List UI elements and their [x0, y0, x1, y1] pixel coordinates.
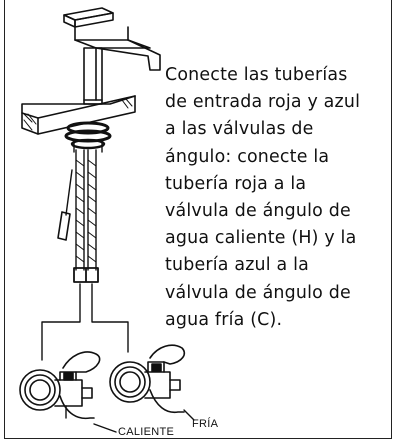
faucet-handle-front — [74, 12, 114, 28]
cold-angle-valve — [109, 344, 195, 421]
countertop — [21, 95, 136, 135]
faucet-column — [83, 47, 103, 101]
faucet — [63, 7, 161, 105]
connection-lines — [41, 283, 129, 361]
figure-frame — [4, 0, 392, 439]
hot-valve-fitting — [63, 372, 74, 381]
hot-valve-label: CALIENTE — [118, 426, 175, 438]
pull-rod — [57, 169, 73, 241]
faucet-body-top — [74, 26, 129, 41]
braided-hoses — [73, 149, 99, 283]
cold-valve-label: FRÍA — [192, 418, 219, 430]
hot-angle-valve — [19, 351, 117, 433]
hot-valve-handle — [62, 351, 101, 373]
cold-valve-fitting — [151, 363, 162, 372]
cold-valve-handle — [149, 344, 186, 365]
faucet-spout — [95, 39, 161, 71]
instruction-text: Conecte las tuberías de entrada roja y a… — [165, 65, 361, 330]
mounting-nut — [64, 121, 112, 153]
